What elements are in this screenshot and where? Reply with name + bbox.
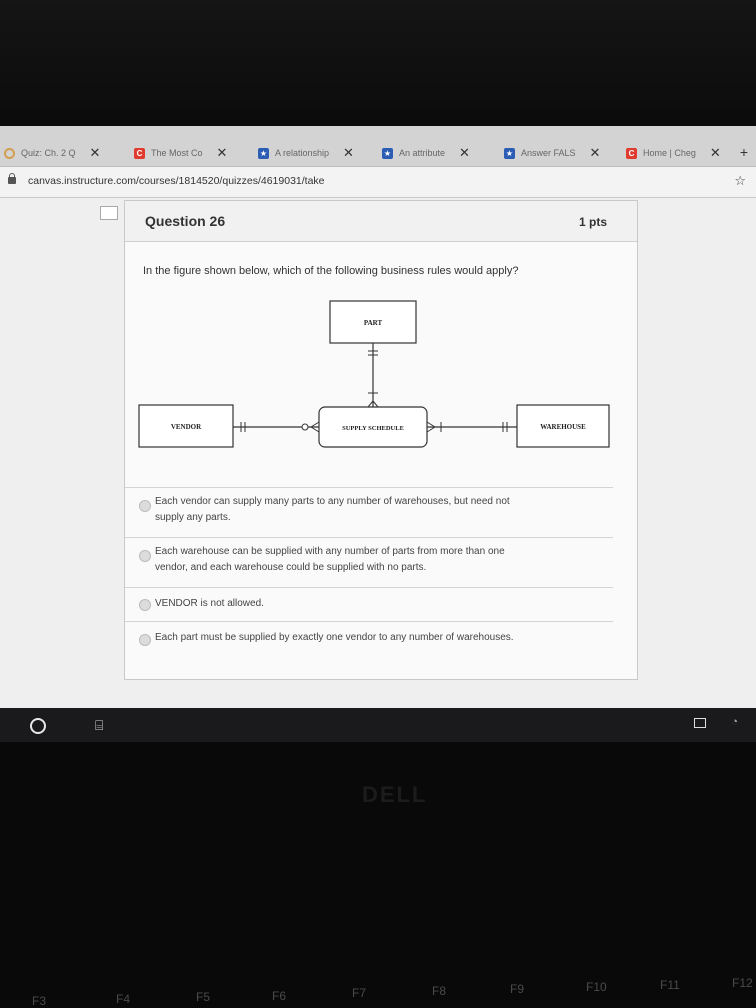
answer-line: Each part must be supplied by exactly on… (155, 632, 514, 643)
chegg-icon: C (626, 147, 637, 159)
dell-logo: DELL (362, 782, 428, 807)
new-tab-button[interactable]: + (739, 144, 748, 160)
f3-key: F3 (32, 994, 47, 1008)
tab-title: The Most Co (151, 148, 203, 158)
answer-line: vendor, and each warehouse could be supp… (155, 562, 427, 573)
quiz-page: Question 26 1 pts In the figure shown be… (0, 198, 756, 708)
part-label: PART (364, 319, 383, 327)
star-icon: ★ (382, 147, 393, 159)
erd-diagram: PART VENDOR SUPPLY S (138, 300, 610, 448)
cortana-icon[interactable] (30, 718, 46, 734)
f8-key: F8 (432, 984, 447, 998)
flag-question-icon[interactable] (100, 206, 118, 220)
star-icon: ★ (504, 147, 515, 159)
ss-part-crow-2 (372, 400, 379, 408)
address-bar[interactable]: canvas.instructure.com/courses/1814520/q… (0, 167, 756, 198)
lock-icon (8, 173, 16, 184)
ss-vendor-crow-1 (310, 421, 320, 428)
answer-option-3[interactable]: VENDOR is not allowed. (125, 587, 613, 622)
answer-text: Each vendor can supply many parts to any… (155, 494, 575, 526)
tab-attribute[interactable]: ★ An attribute ✕ (382, 142, 470, 164)
wifi-icon[interactable]: ◔ (731, 716, 738, 728)
tab-quiz[interactable]: Quiz: Ch. 2 Q ✕ (4, 142, 100, 164)
part-entity (329, 300, 417, 344)
question-points: 1 pts (578, 215, 607, 229)
answer-text: Each part must be supplied by exactly on… (155, 630, 575, 646)
ss-wh-crow-2 (426, 426, 436, 433)
vendor-label: VENDOR (171, 423, 202, 431)
screen-bezel (0, 0, 756, 130)
close-icon[interactable]: ✕ (459, 145, 470, 160)
answer-line: VENDOR is not allowed. (155, 598, 264, 609)
f10-key: F10 (586, 980, 607, 994)
radio-button[interactable] (139, 634, 151, 646)
supply-schedule-label: SUPPLY SCHEDULE (342, 425, 404, 432)
warehouse-label: WAREHOUSE (540, 423, 586, 431)
ss-vendor-crow-2 (310, 426, 320, 433)
f11-key: F11 (660, 978, 680, 992)
quiz-icon (4, 147, 15, 159)
windows-taskbar: ⌸ ◔ (0, 708, 756, 742)
answer-line: Each vendor can supply many parts to any… (155, 496, 510, 507)
close-icon[interactable]: ✕ (589, 145, 601, 160)
tab-home-chegg[interactable]: C Home | Cheg ✕ (626, 142, 721, 164)
answer-option-4[interactable]: Each part must be supplied by exactly on… (125, 621, 613, 658)
ss-part-crow-1 (367, 400, 374, 408)
browser-window: Quiz: Ch. 2 Q ✕ C The Most Co ✕ ★ A rela… (0, 126, 756, 708)
question-text: In the figure shown below, which of the … (143, 265, 519, 277)
answer-option-2[interactable]: Each warehouse can be supplied with any … (125, 537, 613, 588)
bookmark-star-icon[interactable]: ☆ (734, 173, 746, 188)
question-card: Question 26 1 pts In the figure shown be… (124, 200, 638, 680)
f12-key: F12 (732, 976, 753, 990)
f4-key: F4 (116, 992, 131, 1006)
task-view-icon[interactable]: ⌸ (95, 717, 104, 733)
radio-button[interactable] (139, 599, 151, 611)
f6-key: F6 (272, 989, 287, 1003)
radio-button[interactable] (139, 550, 151, 562)
ss-vendor-circle (301, 423, 309, 431)
vendor-entity (138, 404, 234, 448)
tab-bar: Quiz: Ch. 2 Q ✕ C The Most Co ✕ ★ A rela… (0, 126, 756, 167)
close-icon[interactable]: ✕ (343, 145, 354, 160)
tab-relationship[interactable]: ★ A relationship ✕ (258, 142, 354, 164)
chegg-icon: C (134, 147, 145, 159)
close-icon[interactable]: ✕ (709, 145, 721, 160)
tab-title: Answer FALS (521, 148, 576, 158)
tab-title: Home | Cheg (643, 148, 696, 158)
question-title: Question 26 (145, 213, 226, 229)
radio-button[interactable] (139, 500, 151, 512)
url-text[interactable]: canvas.instructure.com/courses/1814520/q… (28, 175, 325, 187)
tab-title: An attribute (399, 148, 446, 158)
answer-line: Each warehouse can be supplied with any … (155, 546, 505, 557)
answer-line: supply any parts. (155, 512, 231, 523)
close-icon[interactable]: ✕ (89, 145, 101, 160)
warehouse-entity (516, 404, 610, 448)
f5-key: F5 (196, 990, 211, 1004)
answer-option-1[interactable]: Each vendor can supply many parts to any… (125, 487, 613, 538)
tab-title: Quiz: Ch. 2 Q (21, 148, 76, 158)
question-header: Question 26 1 pts (125, 201, 637, 242)
answer-text: Each warehouse can be supplied with any … (155, 544, 575, 576)
tab-answer-false[interactable]: ★ Answer FALS ✕ (504, 142, 600, 164)
tab-title: A relationship (275, 148, 330, 158)
close-icon[interactable]: ✕ (216, 145, 228, 160)
answer-text: VENDOR is not allowed. (155, 596, 575, 612)
laptop-keyboard: DELL F3 F4 F5 F6 F7 F8 F9 F10 F11 F12 (0, 742, 756, 1008)
f9-key: F9 (510, 982, 525, 996)
f7-key: F7 (352, 986, 367, 1000)
star-icon: ★ (258, 147, 269, 159)
ss-wh-crow-1 (426, 421, 436, 428)
tab-the-most[interactable]: C The Most Co ✕ (134, 142, 227, 164)
battery-icon[interactable] (694, 718, 706, 728)
